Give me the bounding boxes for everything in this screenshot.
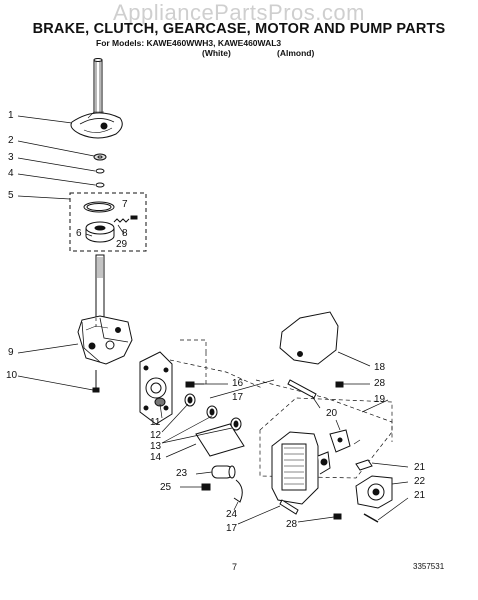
callout-21-lower: 21 — [414, 490, 426, 501]
leader-20 — [335, 419, 341, 431]
motor-switch-part — [329, 429, 351, 453]
gearcase-part — [77, 315, 133, 365]
leader-23 — [195, 471, 213, 475]
strap-part-lower — [237, 499, 299, 525]
callout-17-lower: 17 — [226, 523, 238, 534]
callout-22: 22 — [414, 476, 426, 487]
agitator-shaft-top — [93, 58, 103, 119]
callout-4: 4 — [8, 168, 14, 179]
capacitor-part — [211, 465, 236, 479]
clip-part-lower — [363, 497, 409, 523]
leader-18 — [337, 351, 371, 367]
callout-25: 25 — [160, 482, 172, 493]
document-number: 3357531 — [413, 562, 445, 571]
callout-17-upper: 17 — [232, 392, 244, 403]
screw-part-lower — [297, 513, 342, 523]
screw-part-25 — [180, 483, 211, 491]
clutch-kit-dashed-box — [69, 192, 147, 252]
alignment-lines — [169, 339, 393, 442]
callout-10: 10 — [6, 370, 18, 381]
callout-21-upper: 21 — [414, 462, 426, 473]
clutch-spring-part — [113, 215, 138, 223]
motor-part — [271, 431, 331, 505]
callout-16: 16 — [232, 378, 244, 389]
callout-20: 20 — [326, 408, 338, 419]
callout-11: 11 — [150, 417, 161, 428]
clip-part-upper — [355, 459, 409, 471]
callout-7: 7 — [122, 199, 128, 210]
callout-2: 2 — [8, 135, 14, 146]
page-number: 7 — [232, 562, 238, 572]
leader-22 — [391, 481, 409, 485]
callout-8: 8 — [122, 228, 128, 239]
callout-13: 13 — [150, 441, 162, 452]
bearing-part — [184, 393, 242, 431]
color-almond-label: (Almond) — [277, 48, 315, 58]
callout-6: 6 — [76, 228, 82, 239]
callout-1: 1 — [8, 110, 14, 121]
callout-19: 19 — [374, 394, 386, 405]
brake-assembly-part — [70, 111, 123, 139]
pump-gasket-part — [195, 423, 245, 457]
clutch-drum-part — [85, 221, 115, 243]
callout-28-upper: 28 — [374, 378, 386, 389]
agitator-shaft-lower — [95, 254, 105, 320]
callout-24: 24 — [226, 509, 238, 520]
leader-lines-left — [17, 115, 125, 237]
callout-5: 5 — [8, 190, 14, 201]
washer-part — [93, 153, 107, 188]
diagram-title: BRAKE, CLUTCH, GEARCASE, MOTOR AND PUMP … — [32, 21, 446, 37]
callout-14: 14 — [150, 452, 162, 463]
pump-part — [355, 475, 393, 509]
leader-lines-center — [159, 379, 275, 458]
capacitor-clamp-part — [233, 479, 243, 511]
leader-lines-right — [353, 439, 361, 445]
callout-18: 18 — [374, 362, 386, 373]
screw-part-upper — [335, 381, 370, 388]
watermark: AppliancePartsPros.com — [113, 0, 365, 25]
screw-part — [185, 381, 204, 388]
strap-part-upper — [287, 379, 321, 409]
callout-29: 29 — [116, 239, 128, 250]
callout-28-lower: 28 — [286, 519, 298, 530]
callout-23: 23 — [176, 468, 188, 479]
callout-12: 12 — [150, 430, 162, 441]
mounting-plate-part — [139, 351, 173, 425]
motor-pad-part — [279, 311, 339, 365]
callout-3: 3 — [8, 152, 14, 163]
clutch-spring-ring — [83, 201, 115, 213]
color-white-label: (White) — [202, 48, 231, 58]
models-line: For Models: KAWE460WWH3, KAWE460WAL3 — [96, 38, 282, 48]
gearcase-bolt — [92, 370, 100, 393]
callout-9: 9 — [8, 347, 14, 358]
leader-19 — [361, 399, 389, 413]
